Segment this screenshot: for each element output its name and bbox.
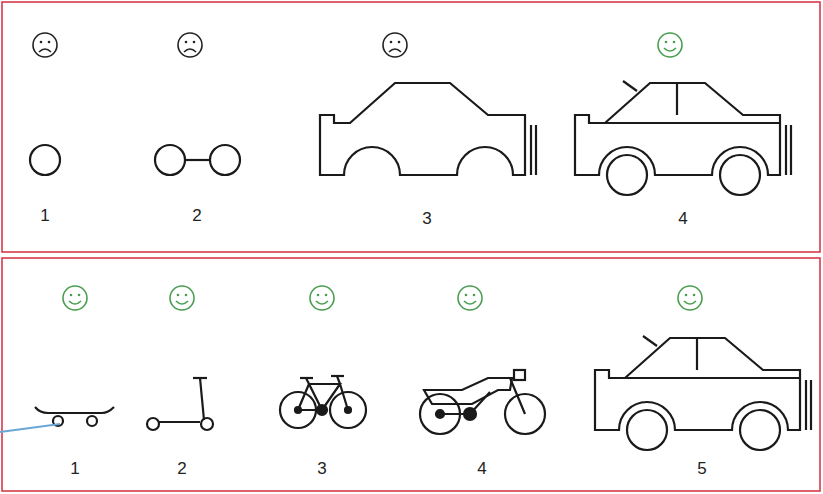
scooter-handle — [193, 377, 207, 379]
car-drawing — [595, 338, 811, 430]
step-number: 1 — [40, 207, 49, 224]
car-wheels — [625, 336, 800, 450]
bicycle-handlebar — [331, 375, 344, 377]
step-number: 4 — [477, 460, 486, 477]
happy-face — [658, 33, 682, 57]
car-wheels — [605, 81, 780, 195]
bicycle-hub — [295, 407, 301, 413]
scooter-wheel — [201, 418, 213, 430]
motorcycle-headlight — [514, 370, 525, 380]
happy-face — [458, 286, 482, 310]
bicycle-drawing — [280, 376, 366, 428]
car-drawing — [575, 83, 791, 175]
step-number: 5 — [697, 460, 706, 477]
step-number: 3 — [317, 460, 326, 477]
axle-drawing — [155, 145, 240, 175]
motorcycle-engine — [464, 408, 476, 420]
wheel-drawing — [210, 145, 240, 175]
bicycle-hub — [345, 407, 351, 413]
scooter-drawing — [147, 378, 213, 430]
axle-line — [185, 159, 210, 161]
scooter-deck — [158, 421, 200, 423]
bicycle-wheel — [330, 392, 366, 428]
car-body-drawing — [320, 83, 536, 175]
wheel-drawing — [155, 145, 185, 175]
motorcycle-drawing — [420, 370, 545, 434]
wheel-drawing — [30, 145, 60, 175]
skateboard-wheel — [87, 416, 97, 426]
sad-face — [383, 33, 407, 57]
scooter-wheel — [147, 418, 159, 430]
motorcycle-frame — [440, 378, 525, 414]
skateboard-deck — [35, 407, 114, 413]
bicycle-seat — [300, 377, 313, 379]
step-number: 2 — [177, 460, 186, 477]
step-number: 2 — [192, 207, 201, 224]
sad-face — [178, 33, 202, 57]
happy-face — [170, 286, 194, 310]
motorcycle-body — [424, 378, 512, 404]
motorcycle-hub — [436, 410, 444, 418]
happy-face — [63, 286, 87, 310]
panel-border — [2, 258, 820, 491]
happy-face — [310, 286, 334, 310]
bicycle-pedal — [317, 405, 327, 415]
skateboard-drawing — [35, 407, 114, 426]
panel-border — [2, 2, 820, 252]
step-number: 1 — [70, 460, 79, 477]
step-number: 4 — [678, 210, 687, 227]
step-number: 3 — [422, 210, 431, 227]
sad-face — [33, 33, 57, 57]
scooter-stem — [200, 378, 204, 420]
happy-face — [678, 286, 702, 310]
pointer-line — [0, 424, 60, 432]
